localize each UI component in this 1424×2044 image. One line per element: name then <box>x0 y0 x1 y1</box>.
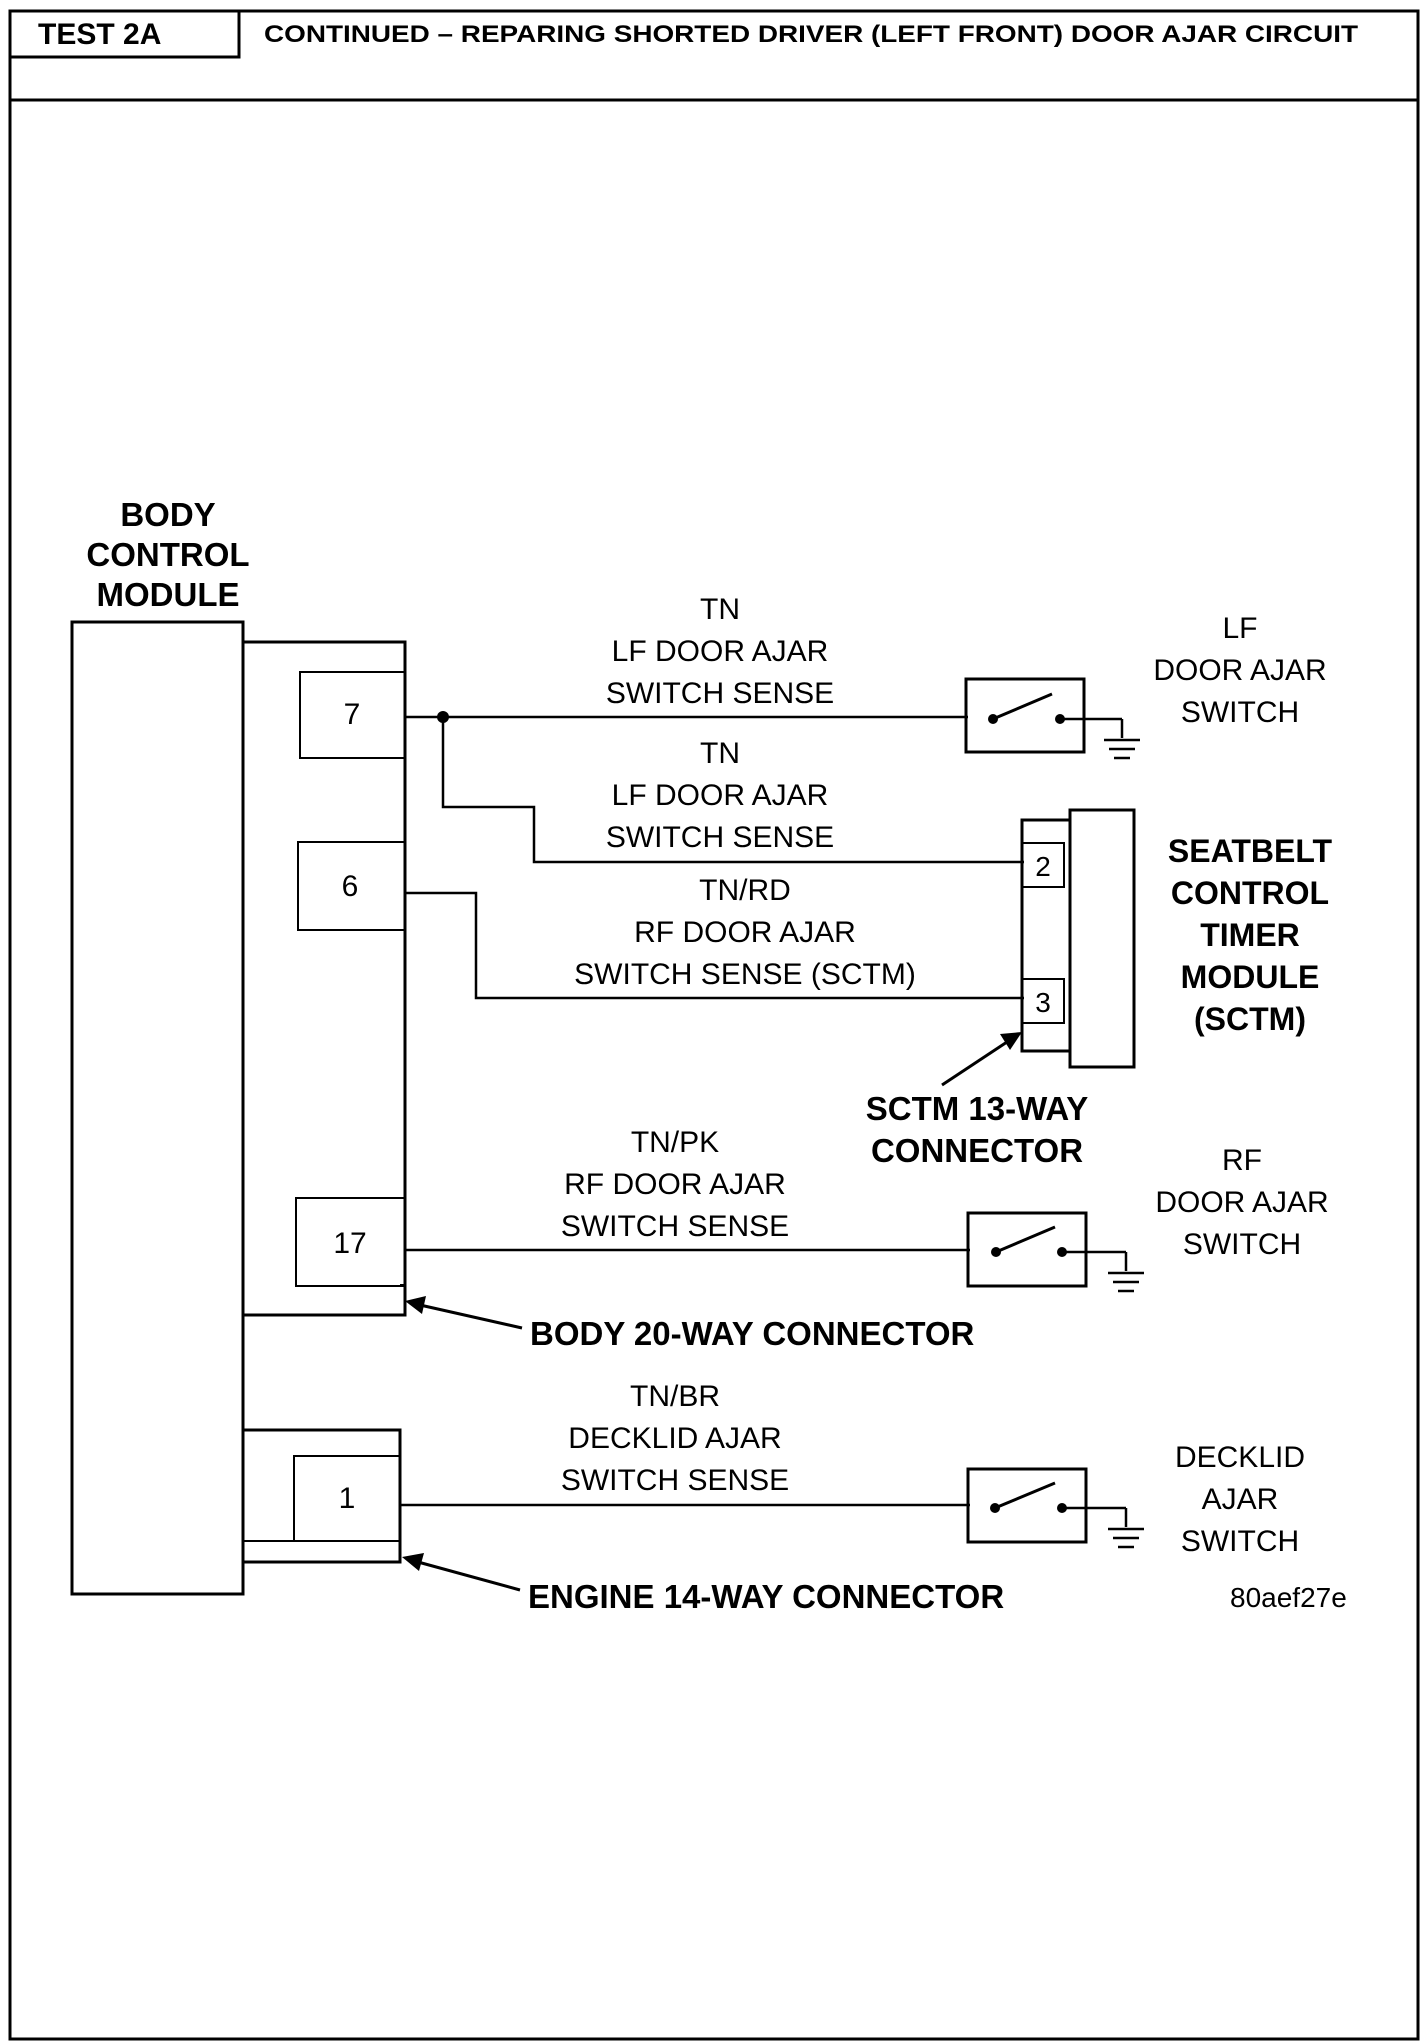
pin-1-cavity <box>293 1455 401 1542</box>
sctm-connector-label-1: SCTM 13-WAY <box>866 1090 1089 1127</box>
arrow-icon <box>1000 1032 1022 1050</box>
body-20-way-connector: 7 6 17 <box>243 640 407 1317</box>
wire-3-function: SWITCH SENSE (SCTM) <box>574 958 916 991</box>
sctm-label-3: TIMER <box>1200 917 1300 953</box>
ground-symbol-icon <box>1108 1527 1144 1549</box>
decklid-ajar-switch: DECKLID AJAR SWITCH <box>966 1441 1305 1558</box>
seatbelt-control-timer-module: 2 3 SEATBELT CONTROL TIMER MODULE (SCTM) <box>1020 808 1333 1069</box>
figure-id: 80aef27e <box>1230 1582 1347 1613</box>
wire-4-color: TN/PK <box>631 1126 719 1159</box>
sctm-pin-3-label: 3 <box>1035 987 1051 1018</box>
wire-1-function: SWITCH SENSE <box>606 677 834 710</box>
decklid-switch-label-3: SWITCH <box>1181 1525 1299 1558</box>
sctm-module-box <box>1068 808 1136 1069</box>
pin-7-cavity <box>299 671 406 759</box>
sctm-connector-label-2: CONNECTOR <box>871 1132 1083 1169</box>
arrow-icon <box>402 1553 424 1571</box>
rf-switch-label-1: RF <box>1222 1144 1262 1177</box>
arrow-icon <box>405 1296 426 1314</box>
wire-2-circuit: LF DOOR AJAR <box>612 779 829 812</box>
engine-connector-label: ENGINE 14-WAY CONNECTOR <box>528 1578 1004 1615</box>
wire-5-circuit: DECKLID AJAR <box>568 1422 781 1455</box>
sctm-label-5: (SCTM) <box>1194 1001 1306 1037</box>
sctm-label-2: CONTROL <box>1171 875 1329 911</box>
wire-decklid-ajar-to-switch: TN/BR DECKLID AJAR SWITCH SENSE <box>400 1380 970 1507</box>
test-id: TEST 2A <box>38 18 161 51</box>
rf-door-ajar-switch: RF DOOR AJAR SWITCH <box>966 1144 1329 1293</box>
sctm-label-1: SEATBELT <box>1168 833 1333 869</box>
wire-1-color: TN <box>700 593 740 626</box>
rf-switch-label-3: SWITCH <box>1183 1228 1301 1261</box>
sctm-pin-2-cavity <box>1021 842 1065 888</box>
wire-2-color: TN <box>700 737 740 770</box>
page-frame <box>8 9 1420 2041</box>
engine-connector-callout: ENGINE 14-WAY CONNECTOR <box>402 1553 1004 1615</box>
wire-5-color: TN/BR <box>630 1380 720 1413</box>
pin-1-label: 1 <box>339 1482 356 1515</box>
ground-symbol-icon <box>1108 1271 1144 1293</box>
bcm-label-line-1: BODY <box>120 496 215 533</box>
wire-2-function: SWITCH SENSE <box>606 821 834 854</box>
pin-6-cavity <box>297 841 406 931</box>
wire-lf-door-ajar-to-switch: TN LF DOOR AJAR SWITCH SENSE <box>405 593 968 723</box>
ground-symbol-icon <box>1104 738 1140 760</box>
sctm-13-way-connector-callout: SCTM 13-WAY CONNECTOR <box>866 1032 1089 1169</box>
wire-3-color: TN/RD <box>699 874 791 907</box>
wire-rf-door-ajar-sctm: TN/RD RF DOOR AJAR SWITCH SENSE (SCTM) <box>405 874 1024 1000</box>
body-control-module: BODY CONTROL MODULE <box>70 496 250 1596</box>
pin-7-label: 7 <box>344 698 361 731</box>
rf-switch-label-2: DOOR AJAR <box>1155 1186 1328 1219</box>
decklid-switch-label-1: DECKLID <box>1175 1441 1305 1474</box>
wire-1-circuit: LF DOOR AJAR <box>612 635 829 668</box>
engine-14-way-connector: 1 <box>243 1428 402 1564</box>
sctm-pin-3-cavity <box>1021 978 1065 1024</box>
wire-rf-door-ajar-to-switch: TN/PK RF DOOR AJAR SWITCH SENSE <box>405 1126 970 1252</box>
wire-3-circuit: RF DOOR AJAR <box>634 916 856 949</box>
sctm-label-4: MODULE <box>1181 959 1320 995</box>
bcm-label-line-3: MODULE <box>97 576 240 613</box>
bcm-label-line-2: CONTROL <box>86 536 249 573</box>
pin-6-label: 6 <box>342 870 359 903</box>
bcm-box <box>70 620 245 1596</box>
wire-lf-door-ajar-to-sctm: TN LF DOOR AJAR SWITCH SENSE <box>441 717 1024 864</box>
lf-switch-label-3: SWITCH <box>1181 696 1299 729</box>
body-connector-callout: BODY 20-WAY CONNECTOR <box>405 1296 975 1352</box>
lf-switch-label-1: LF <box>1222 612 1257 645</box>
body-connector-label: BODY 20-WAY CONNECTOR <box>530 1315 975 1352</box>
wire-4-circuit: RF DOOR AJAR <box>564 1168 786 1201</box>
test-id-box <box>8 9 241 59</box>
decklid-switch-label-2: AJAR <box>1202 1483 1279 1516</box>
wire-5-function: SWITCH SENSE <box>561 1464 789 1497</box>
pin-17-cavity <box>295 1197 406 1287</box>
lf-door-ajar-switch: LF DOOR AJAR SWITCH <box>964 612 1327 760</box>
sctm-pin-2-label: 2 <box>1035 851 1051 882</box>
pin-17-label: 17 <box>333 1227 366 1260</box>
wire-4-function: SWITCH SENSE <box>561 1210 789 1243</box>
lf-switch-label-2: DOOR AJAR <box>1153 654 1326 687</box>
page-title: CONTINUED – REPARING SHORTED DRIVER (LEF… <box>264 21 1358 48</box>
